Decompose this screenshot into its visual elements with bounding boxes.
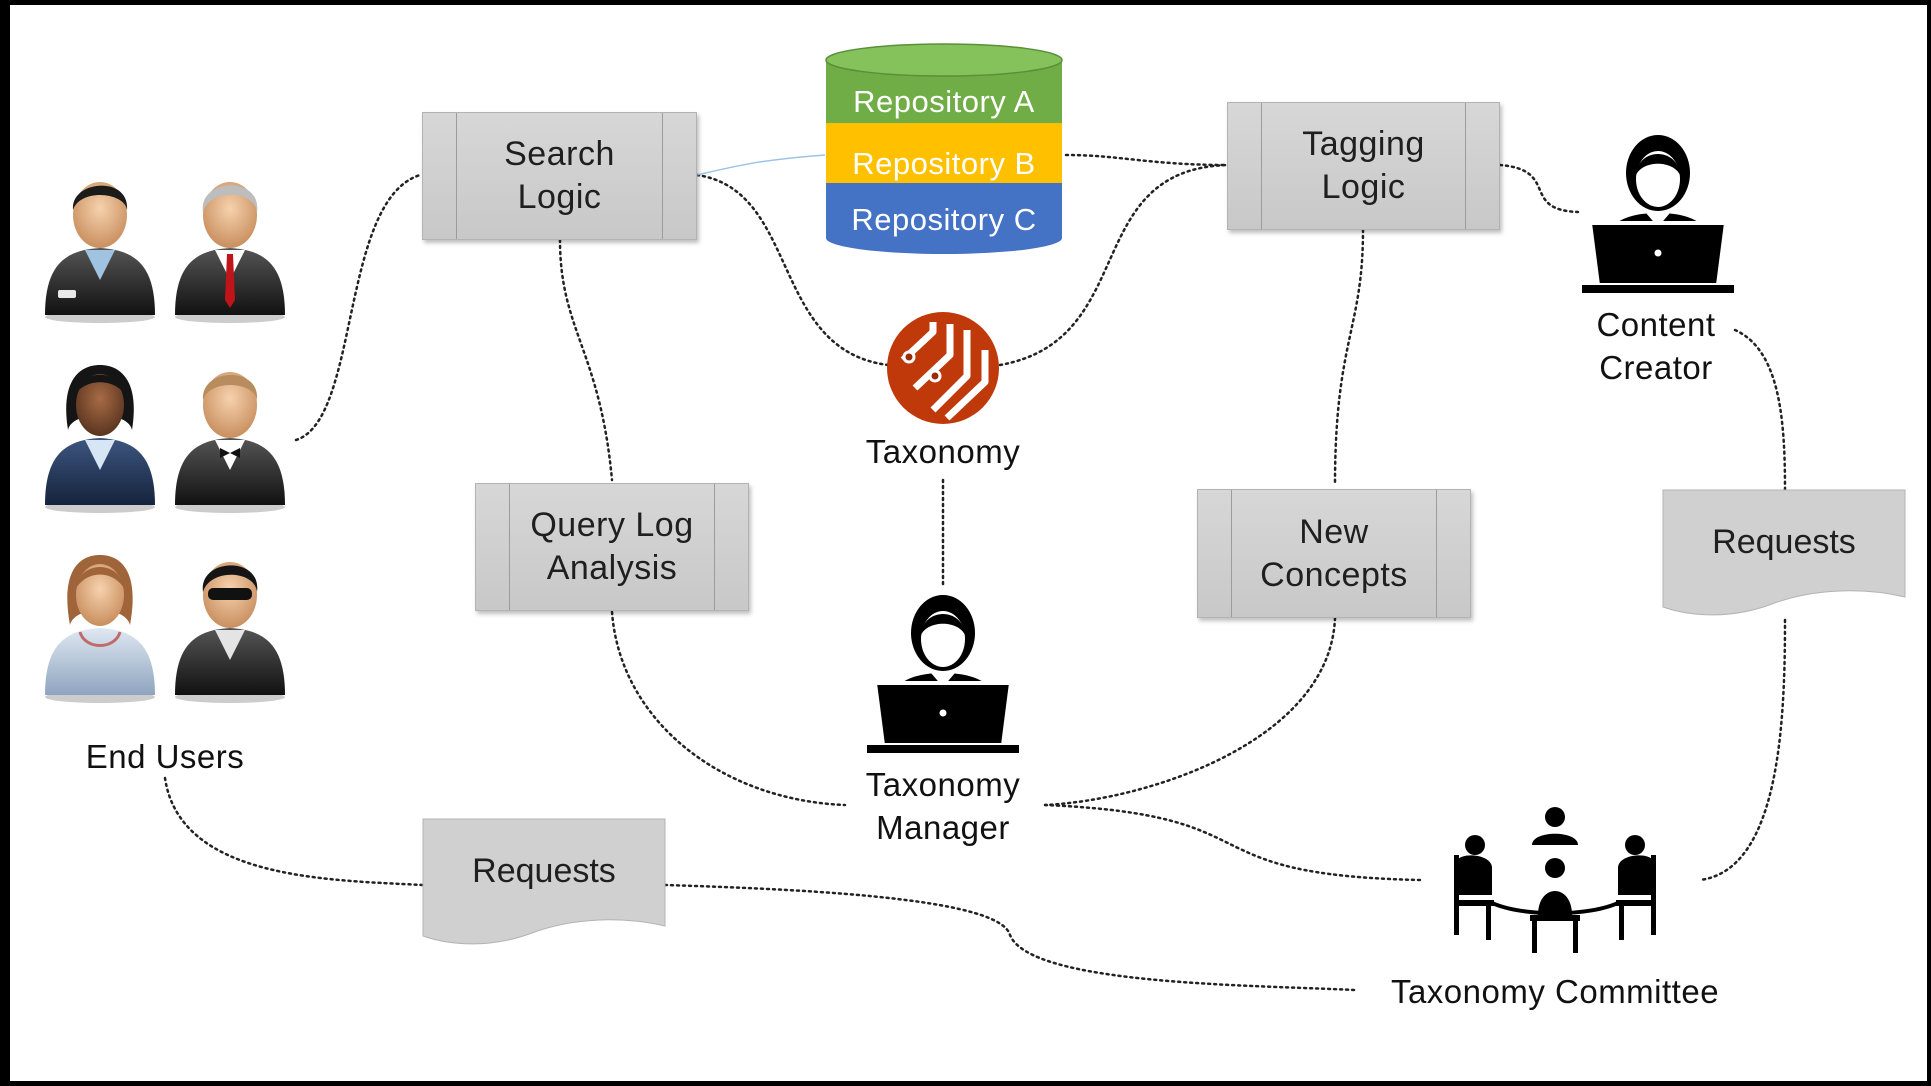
end-users-group [45, 182, 285, 703]
user-icon [45, 365, 155, 513]
link-taxonomy-tagging [998, 163, 1229, 367]
taxonomy-label: Taxonomy [865, 433, 1021, 470]
requests-right-label: Requests [1712, 523, 1856, 561]
link-tagging-newconcepts [1333, 228, 1365, 487]
repository-c-layer [826, 183, 1062, 254]
content-creator-label: Content Creator [1596, 306, 1716, 386]
link-search-querylog [558, 238, 614, 482]
document-shape [422, 818, 666, 945]
meeting-table-icon [1454, 807, 1656, 953]
new-concepts-box[interactable]: New Concepts [1197, 489, 1471, 618]
tagging-logic-label: Tagging Logic [1302, 125, 1425, 206]
link-repo-tagging [1064, 153, 1229, 167]
link-requests-committee-bottom [663, 883, 1357, 992]
repository-a-label: Repository A [853, 84, 1035, 119]
search-logic-label: Search Logic [504, 135, 615, 216]
taxonomy-manager-label: Taxonomy Manager [865, 766, 1021, 846]
user-icon [175, 562, 285, 703]
link-manager-committee [1043, 803, 1422, 882]
user-icon [175, 372, 285, 513]
link-requests-committee [1698, 618, 1787, 882]
link-search-repo [696, 154, 826, 176]
link-search-taxonomy [695, 173, 890, 367]
person-laptop-icon [1582, 135, 1734, 293]
tagging-logic-box[interactable]: Tagging Logic [1227, 102, 1500, 230]
requests-bottom-doc[interactable]: Requests [422, 818, 666, 953]
person-laptop-icon [867, 595, 1019, 753]
taxonomy-committee-label: Taxonomy Committee [1390, 973, 1720, 1010]
query-log-analysis-box[interactable]: Query Log Analysis [475, 483, 749, 611]
link-querylog-manager [610, 610, 847, 807]
requests-right-doc[interactable]: Requests [1662, 489, 1906, 624]
link-users-requests [163, 776, 424, 887]
link-creator-requests [1733, 328, 1787, 492]
repository-c-label: Repository C [851, 202, 1036, 237]
query-log-analysis-label: Query Log Analysis [530, 506, 694, 587]
search-logic-box[interactable]: Search Logic [422, 112, 697, 240]
requests-bottom-label: Requests [472, 852, 616, 890]
repository-a-layer [825, 43, 1063, 123]
user-icon [175, 182, 285, 323]
user-icon [45, 555, 155, 703]
link-users-search [294, 173, 422, 442]
repository-b-layer [826, 123, 1062, 183]
repository-cylinder: Repository A Repository B Repository C [825, 43, 1063, 254]
user-icon [45, 182, 155, 323]
link-tagging-creator [1498, 163, 1580, 214]
link-newconcepts-manager [1043, 616, 1337, 807]
document-shape [1662, 489, 1906, 616]
repository-b-label: Repository B [852, 146, 1035, 181]
end-users-label: End Users [85, 738, 245, 775]
taxonomy-logo-icon [887, 312, 999, 424]
new-concepts-label: New Concepts [1260, 512, 1408, 594]
